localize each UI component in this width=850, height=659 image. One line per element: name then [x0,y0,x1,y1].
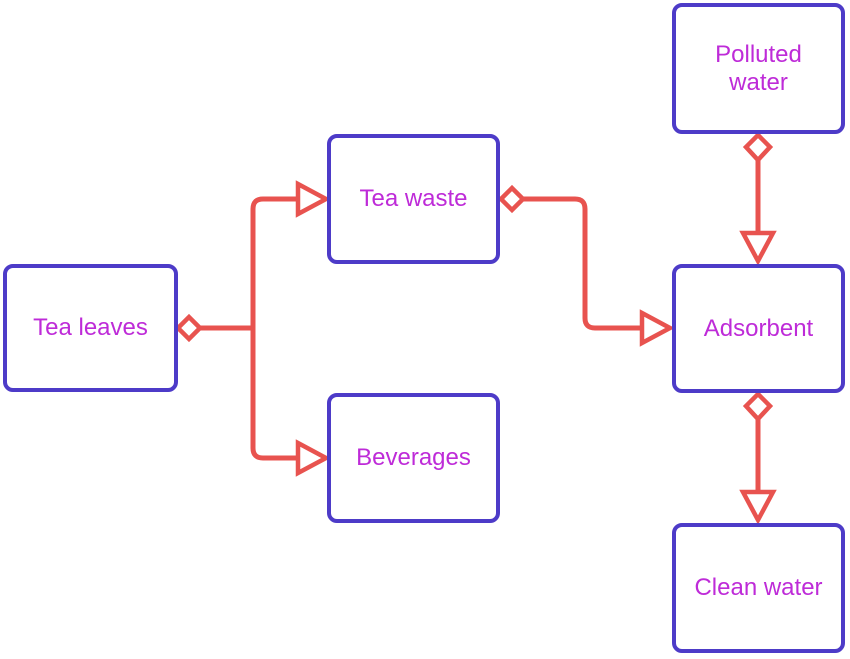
node-clean-water: Clean water [672,523,845,653]
arrowhead-tea-waste [295,180,331,218]
node-tea-leaves: Tea leaves [3,264,178,392]
node-clean-water-label: Clean water [694,574,823,601]
edge-tea-waste-adsorbent [497,184,675,347]
node-polluted-water: Polluted water [672,3,845,134]
node-tea-leaves-label: Tea leaves [33,314,148,341]
node-polluted-water-label: Polluted water [715,40,802,96]
arrowhead-adsorbent-top [739,230,777,266]
edge-line-tea-waste-adsorbent [523,196,642,331]
node-beverages-label: Beverages [356,444,471,471]
edge-adsorbent-clean-water [739,390,777,525]
arrowhead-clean-water [739,489,777,525]
node-beverages: Beverages [327,393,500,523]
edge-tea-leaves-branch [174,180,331,477]
arrowhead-beverages [295,439,331,477]
node-tea-waste-label: Tea waste [359,185,468,212]
arrowhead-adsorbent-left [639,309,675,347]
node-tea-waste: Tea waste [327,134,500,264]
node-adsorbent-label: Adsorbent [703,314,814,342]
edge-polluted-water-adsorbent [739,131,777,266]
diamond-marker-tea-leaves [174,313,204,343]
node-adsorbent: Adsorbent [672,264,845,393]
edge-tea-leaves-beverages [250,325,298,461]
diamond-marker-polluted-water [742,131,774,164]
diamond-marker-tea-waste [497,184,527,214]
edge-tea-leaves-tea-waste [250,196,298,331]
diamond-marker-adsorbent [742,390,774,423]
